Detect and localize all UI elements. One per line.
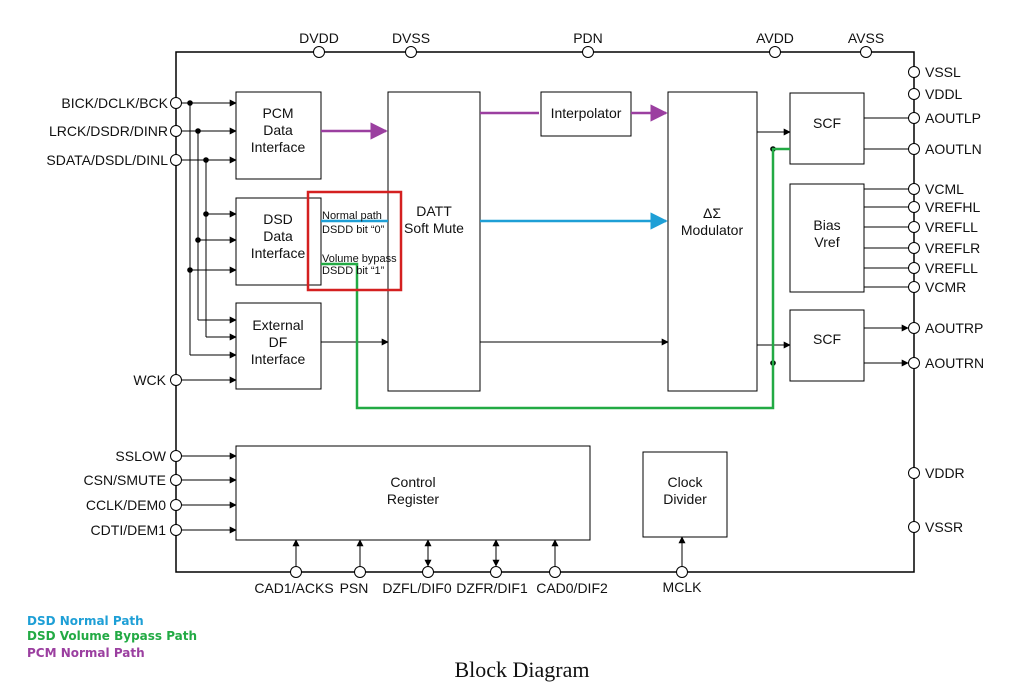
signal-wiring — [182, 99, 909, 567]
datt-block — [387, 91, 481, 392]
pin-bick: BICK/DCLK/BCK — [61, 95, 168, 111]
datt-l1: DATT — [416, 203, 452, 219]
dsm-l1: ΔΣ — [703, 205, 721, 221]
pcm-interface-block — [235, 91, 322, 180]
clk-l1: Clock — [667, 474, 703, 490]
pin-vcml: VCML — [925, 181, 964, 197]
legend-pcm-normal: PCM Normal Path — [27, 646, 145, 660]
pin-vcmr: VCMR — [925, 279, 966, 295]
pin-dvdd: DVDD — [299, 30, 339, 46]
pin-vssl: VSSL — [925, 64, 961, 80]
pin-lrck: LRCK/DSDR/DINR — [49, 123, 168, 139]
chip-outline — [175, 51, 915, 573]
clk-l2: Divider — [663, 491, 707, 507]
legend-dsd-normal: DSD Normal Path — [27, 614, 144, 628]
pin-dzfr: DZFR/DIF1 — [456, 580, 528, 596]
right-pins: VSSL VDDL AOUTLP AOUTLN VCML VREFHL VREF… — [908, 64, 984, 535]
pin-aoutrn: AOUTRN — [925, 355, 984, 371]
note-normal-path: Normal path — [322, 210, 382, 222]
pin-vrefll: VREFLL — [925, 219, 978, 235]
pin-vreflr: VREFLR — [925, 240, 980, 256]
pin-aoutrp: AOUTRP — [925, 320, 983, 336]
pin-psn: PSN — [340, 580, 369, 596]
ctrl-l2: Register — [387, 491, 439, 507]
pin-sslow: SSLOW — [115, 448, 166, 464]
pin-pdn: PDN — [573, 30, 603, 46]
dsm-l2: Modulator — [681, 222, 744, 238]
pin-vrefhl: VREFHL — [925, 199, 980, 215]
pcm-l2: Data — [263, 122, 293, 138]
pin-cclk: CCLK/DEM0 — [86, 497, 166, 513]
scf-r-label: SCF — [813, 331, 841, 347]
dsd-l3: Interface — [251, 245, 306, 261]
note-normal-bit: DSDD bit “0” — [322, 224, 385, 236]
pin-dvss: DVSS — [392, 30, 430, 46]
interpolator-block — [540, 91, 632, 137]
interp-l1: Interpolator — [551, 105, 622, 121]
external-df-block — [235, 302, 322, 390]
pin-cdti: CDTI/DEM1 — [91, 522, 167, 538]
scf-right-block — [789, 309, 865, 382]
bottom-pins: CAD1/ACKS PSN DZFL/DIF0 DZFR/DIF1 CAD0/D… — [254, 566, 703, 596]
pin-cad0: CAD0/DIF2 — [536, 580, 608, 596]
pin-avss: AVSS — [848, 30, 884, 46]
dsd-l2: Data — [263, 228, 293, 244]
ext-l3: Interface — [251, 351, 306, 367]
pcm-l3: Interface — [251, 139, 306, 155]
pcm-l1: PCM — [262, 105, 293, 121]
bias-l2: Vref — [814, 234, 839, 250]
pin-csn: CSN/SMUTE — [84, 472, 166, 488]
legend: DSD Normal Path DSD Volume Bypass Path P… — [27, 614, 197, 660]
clock-divider-block — [642, 451, 728, 538]
bias-block — [789, 183, 865, 293]
pin-vrefll-2: VREFLL — [925, 260, 978, 276]
dsd-l1: DSD — [263, 211, 293, 227]
pin-aoutlp: AOUTLP — [925, 110, 981, 126]
diagram-caption: Block Diagram — [454, 657, 589, 682]
pin-sdata: SDATA/DSDL/DINL — [46, 152, 168, 168]
pin-mclk: MCLK — [663, 579, 703, 595]
ext-l1: External — [252, 317, 303, 333]
pin-vddr: VDDR — [925, 465, 965, 481]
junction-dots — [187, 100, 776, 366]
pin-vssr: VSSR — [925, 519, 963, 535]
legend-dsd-bypass: DSD Volume Bypass Path — [27, 629, 197, 643]
ext-l2: DF — [269, 334, 288, 350]
pin-aoutln: AOUTLN — [925, 141, 982, 157]
block-labels: PCM Data Interface DSD Data Interface Ex… — [251, 105, 841, 507]
datt-l2: Soft Mute — [404, 220, 464, 236]
pin-avdd: AVDD — [756, 30, 794, 46]
dsm-block — [667, 91, 758, 392]
note-bypass-bit: DSDD bit “1” — [322, 265, 385, 277]
ctrl-l1: Control — [390, 474, 435, 490]
pin-cad1: CAD1/ACKS — [254, 580, 333, 596]
control-register-block — [235, 445, 591, 541]
dsd-bypass-path — [321, 147, 790, 410]
pcm-normal-path — [321, 104, 668, 140]
top-pins: DVDD DVSS PDN AVDD AVSS — [299, 30, 884, 58]
bias-l1: Bias — [813, 217, 840, 233]
note-bypass-path: Volume bypass — [322, 253, 397, 265]
pin-wck: WCK — [133, 372, 166, 388]
scf-l-label: SCF — [813, 115, 841, 131]
path-select-highlight — [306, 190, 403, 292]
path-annotations: Normal path DSDD bit “0” Volume bypass D… — [322, 210, 397, 277]
pin-vddl: VDDL — [925, 86, 963, 102]
blocks — [235, 91, 865, 541]
pin-dzfl: DZFL/DIF0 — [382, 580, 451, 596]
left-pins: BICK/DCLK/BCK LRCK/DSDR/DINR SDATA/DSDL/… — [46, 95, 182, 538]
